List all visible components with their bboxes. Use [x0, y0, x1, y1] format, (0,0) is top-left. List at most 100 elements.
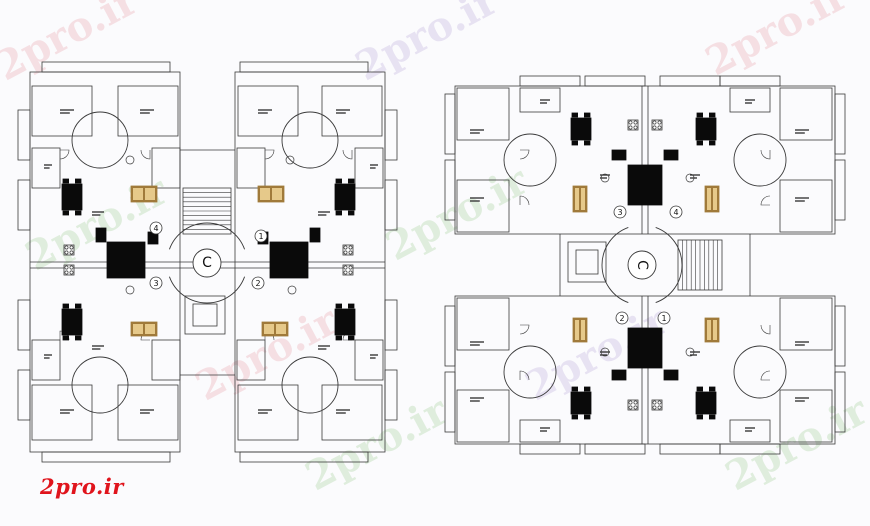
lobby-arc [281, 111, 339, 141]
lounge-block [627, 327, 663, 369]
door-swing [760, 149, 771, 160]
room [236, 339, 266, 381]
lobby-arc [71, 384, 129, 414]
unit-number: 2 [255, 279, 260, 288]
door-swing [760, 195, 771, 206]
top-bottom-balcony [584, 443, 646, 455]
room [151, 147, 181, 189]
sofa-cushion [707, 188, 711, 210]
burner [343, 270, 348, 275]
chair [347, 210, 355, 216]
room [31, 85, 93, 137]
burner [64, 270, 69, 275]
burner [343, 245, 348, 250]
chair [335, 303, 342, 309]
lobby-arc [281, 384, 339, 414]
lobby-arc [759, 345, 787, 399]
unit-number: 2 [619, 314, 624, 323]
sofa-cushion [581, 188, 585, 210]
door-swing [59, 149, 70, 160]
chair [335, 335, 342, 341]
stove [627, 399, 639, 411]
door-swing [519, 324, 530, 335]
burner [657, 125, 662, 130]
sofa-cushion [133, 188, 143, 200]
dining-table [61, 308, 83, 336]
side-balcony [834, 305, 846, 367]
chair [584, 112, 591, 118]
lobby-arc [503, 133, 531, 187]
unit-number-circle [669, 205, 683, 219]
lobby-arc [71, 356, 129, 386]
chair [62, 210, 69, 216]
door-swing [342, 149, 353, 160]
room [117, 85, 179, 137]
lobby-circle [192, 248, 222, 278]
elevator-car [575, 249, 599, 275]
room [519, 419, 561, 443]
unit-number: 1 [258, 232, 263, 241]
side-balcony [444, 93, 456, 155]
sofa-cushion [581, 320, 585, 340]
side-balcony [17, 179, 31, 231]
lobby-arc [503, 345, 531, 399]
lobby-arc [168, 222, 246, 250]
room [519, 87, 561, 113]
door-swing [519, 149, 530, 160]
chair [709, 386, 716, 392]
lobby-arc [601, 226, 629, 304]
lounge-block [627, 164, 663, 206]
chair [347, 335, 355, 341]
elevator-shaft [567, 241, 607, 283]
unit-number: 1 [661, 314, 666, 323]
chair [696, 386, 703, 392]
elevator-shaft [184, 295, 226, 335]
room [779, 389, 833, 443]
stair-letter: C [202, 255, 212, 271]
unit-number-circle [149, 276, 163, 290]
burner [657, 405, 662, 410]
top-bottom-balcony [659, 75, 721, 87]
unit-number-circle [149, 221, 163, 235]
sofa-cushion [713, 320, 717, 340]
chair [709, 140, 716, 146]
burner [633, 405, 638, 410]
top-bottom-balcony [719, 443, 781, 455]
burner [657, 400, 662, 405]
unit-number-circle [615, 311, 629, 325]
lobby-arc [655, 226, 683, 304]
unit-number-circle [613, 205, 627, 219]
lobby-circle [627, 250, 657, 280]
side-balcony [384, 109, 398, 161]
lobby-arc [71, 139, 129, 169]
sofa-cushion [575, 320, 579, 340]
lobby-arc [733, 345, 761, 399]
balcony-bottom-left [41, 451, 171, 463]
side-balcony [384, 299, 398, 351]
room [151, 339, 181, 381]
door-swing [760, 324, 771, 335]
unit-number: 3 [153, 279, 158, 288]
stove [651, 119, 663, 131]
fixture-circle [285, 155, 295, 165]
burner [652, 120, 657, 125]
room [779, 179, 833, 233]
chair [571, 140, 578, 146]
lobby-arc [733, 133, 761, 187]
burner [69, 270, 74, 275]
room [237, 384, 299, 441]
unit-block-top-outline [454, 85, 836, 235]
unit-number-circle [254, 229, 268, 243]
room [321, 85, 383, 137]
balcony-top-right [239, 61, 369, 73]
burner [64, 245, 69, 250]
burner [628, 125, 633, 130]
lobby-arc [529, 133, 557, 187]
balcony-top-left [41, 61, 171, 73]
burner [64, 250, 69, 255]
chair [335, 210, 342, 216]
chair [571, 112, 578, 118]
burner [652, 405, 657, 410]
burner [69, 250, 74, 255]
unit-number-circle [657, 311, 671, 325]
